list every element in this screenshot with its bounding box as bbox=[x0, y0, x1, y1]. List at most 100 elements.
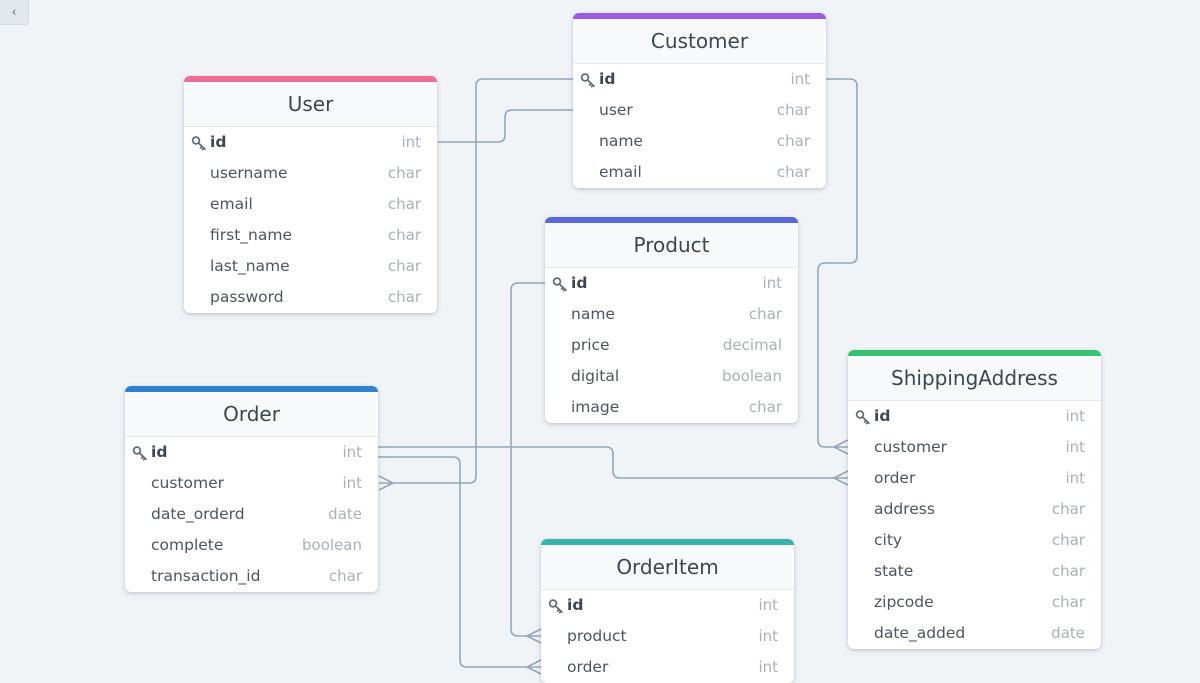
table-title[interactable]: Customer bbox=[573, 19, 826, 64]
field-type: char bbox=[1051, 593, 1085, 611]
field-name: email bbox=[599, 163, 642, 181]
table-accent-bar bbox=[573, 13, 826, 19]
crows-foot-many-icon bbox=[526, 628, 542, 644]
field-name: user bbox=[599, 101, 633, 119]
collapse-panel-button[interactable]: ‹ bbox=[0, 0, 29, 25]
field-name: complete bbox=[151, 536, 224, 554]
field-name: email bbox=[210, 195, 253, 213]
table-title[interactable]: User bbox=[184, 82, 437, 127]
table-title[interactable]: Order bbox=[125, 392, 378, 437]
table-title[interactable]: ShippingAddress bbox=[848, 356, 1101, 401]
field-type: char bbox=[387, 164, 421, 182]
field-row-product[interactable]: product int bbox=[541, 621, 794, 652]
field-row-email[interactable]: email char bbox=[184, 189, 437, 220]
field-type: char bbox=[387, 288, 421, 306]
field-type: char bbox=[387, 257, 421, 275]
crows-foot-many-icon bbox=[378, 475, 394, 491]
field-type: int bbox=[1065, 407, 1085, 425]
field-type: int bbox=[762, 274, 782, 292]
field-type: char bbox=[387, 195, 421, 213]
field-type: int bbox=[401, 133, 421, 151]
field-name: name bbox=[599, 132, 643, 150]
table-accent-bar bbox=[545, 217, 798, 223]
field-row-username[interactable]: username char bbox=[184, 158, 437, 189]
field-name: id bbox=[567, 596, 584, 614]
primary-key-icon bbox=[552, 276, 568, 292]
field-row-id[interactable]: id int bbox=[545, 268, 798, 299]
field-type: char bbox=[1051, 531, 1085, 549]
field-type: int bbox=[1065, 469, 1085, 487]
relation-customer-shippingaddress[interactable] bbox=[817, 78, 858, 448]
field-type: date bbox=[1051, 624, 1085, 642]
field-type: char bbox=[1051, 500, 1085, 518]
relation-user-customer[interactable] bbox=[438, 109, 573, 143]
field-row-customer[interactable]: customer int bbox=[125, 468, 378, 499]
field-type: char bbox=[1051, 562, 1085, 580]
table-title[interactable]: Product bbox=[545, 223, 798, 268]
relation-order-orderitem[interactable] bbox=[378, 456, 541, 668]
field-row-date-orderd[interactable]: date_orderd date bbox=[125, 499, 378, 530]
table-order[interactable]: Order id int customer int date_orderd date comp… bbox=[125, 386, 378, 592]
table-accent-bar bbox=[848, 350, 1101, 356]
field-row-id[interactable]: id int bbox=[125, 437, 378, 468]
field-type: char bbox=[748, 305, 782, 323]
relation-order-shippingaddress[interactable] bbox=[378, 446, 848, 479]
crows-foot-many-icon bbox=[833, 439, 849, 455]
field-name: last_name bbox=[210, 257, 290, 275]
field-row-last-name[interactable]: last_name char bbox=[184, 251, 437, 282]
field-type: int bbox=[758, 627, 778, 645]
field-name: order bbox=[874, 469, 916, 487]
field-name: id bbox=[151, 443, 168, 461]
primary-key-icon bbox=[855, 409, 871, 425]
field-name: username bbox=[210, 164, 288, 182]
field-name: date_orderd bbox=[151, 505, 245, 523]
field-row-user[interactable]: user char bbox=[573, 95, 826, 126]
field-type: int bbox=[758, 658, 778, 676]
field-name: digital bbox=[571, 367, 620, 385]
field-name: first_name bbox=[210, 226, 292, 244]
field-type: int bbox=[342, 443, 362, 461]
field-row-id[interactable]: id int bbox=[848, 401, 1101, 432]
field-type: date bbox=[328, 505, 362, 523]
field-name: price bbox=[571, 336, 610, 354]
field-row-order[interactable]: order int bbox=[848, 463, 1101, 494]
field-name: id bbox=[874, 407, 891, 425]
field-name: customer bbox=[151, 474, 224, 492]
field-name: product bbox=[567, 627, 627, 645]
field-type: int bbox=[342, 474, 362, 492]
field-type: char bbox=[776, 101, 810, 119]
relation-customer-order[interactable] bbox=[379, 78, 573, 484]
table-accent-bar bbox=[125, 386, 378, 392]
field-name: id bbox=[571, 274, 588, 292]
relation-product-orderitem[interactable] bbox=[510, 282, 545, 637]
table-title[interactable]: OrderItem bbox=[541, 545, 794, 590]
field-name: id bbox=[599, 70, 616, 88]
